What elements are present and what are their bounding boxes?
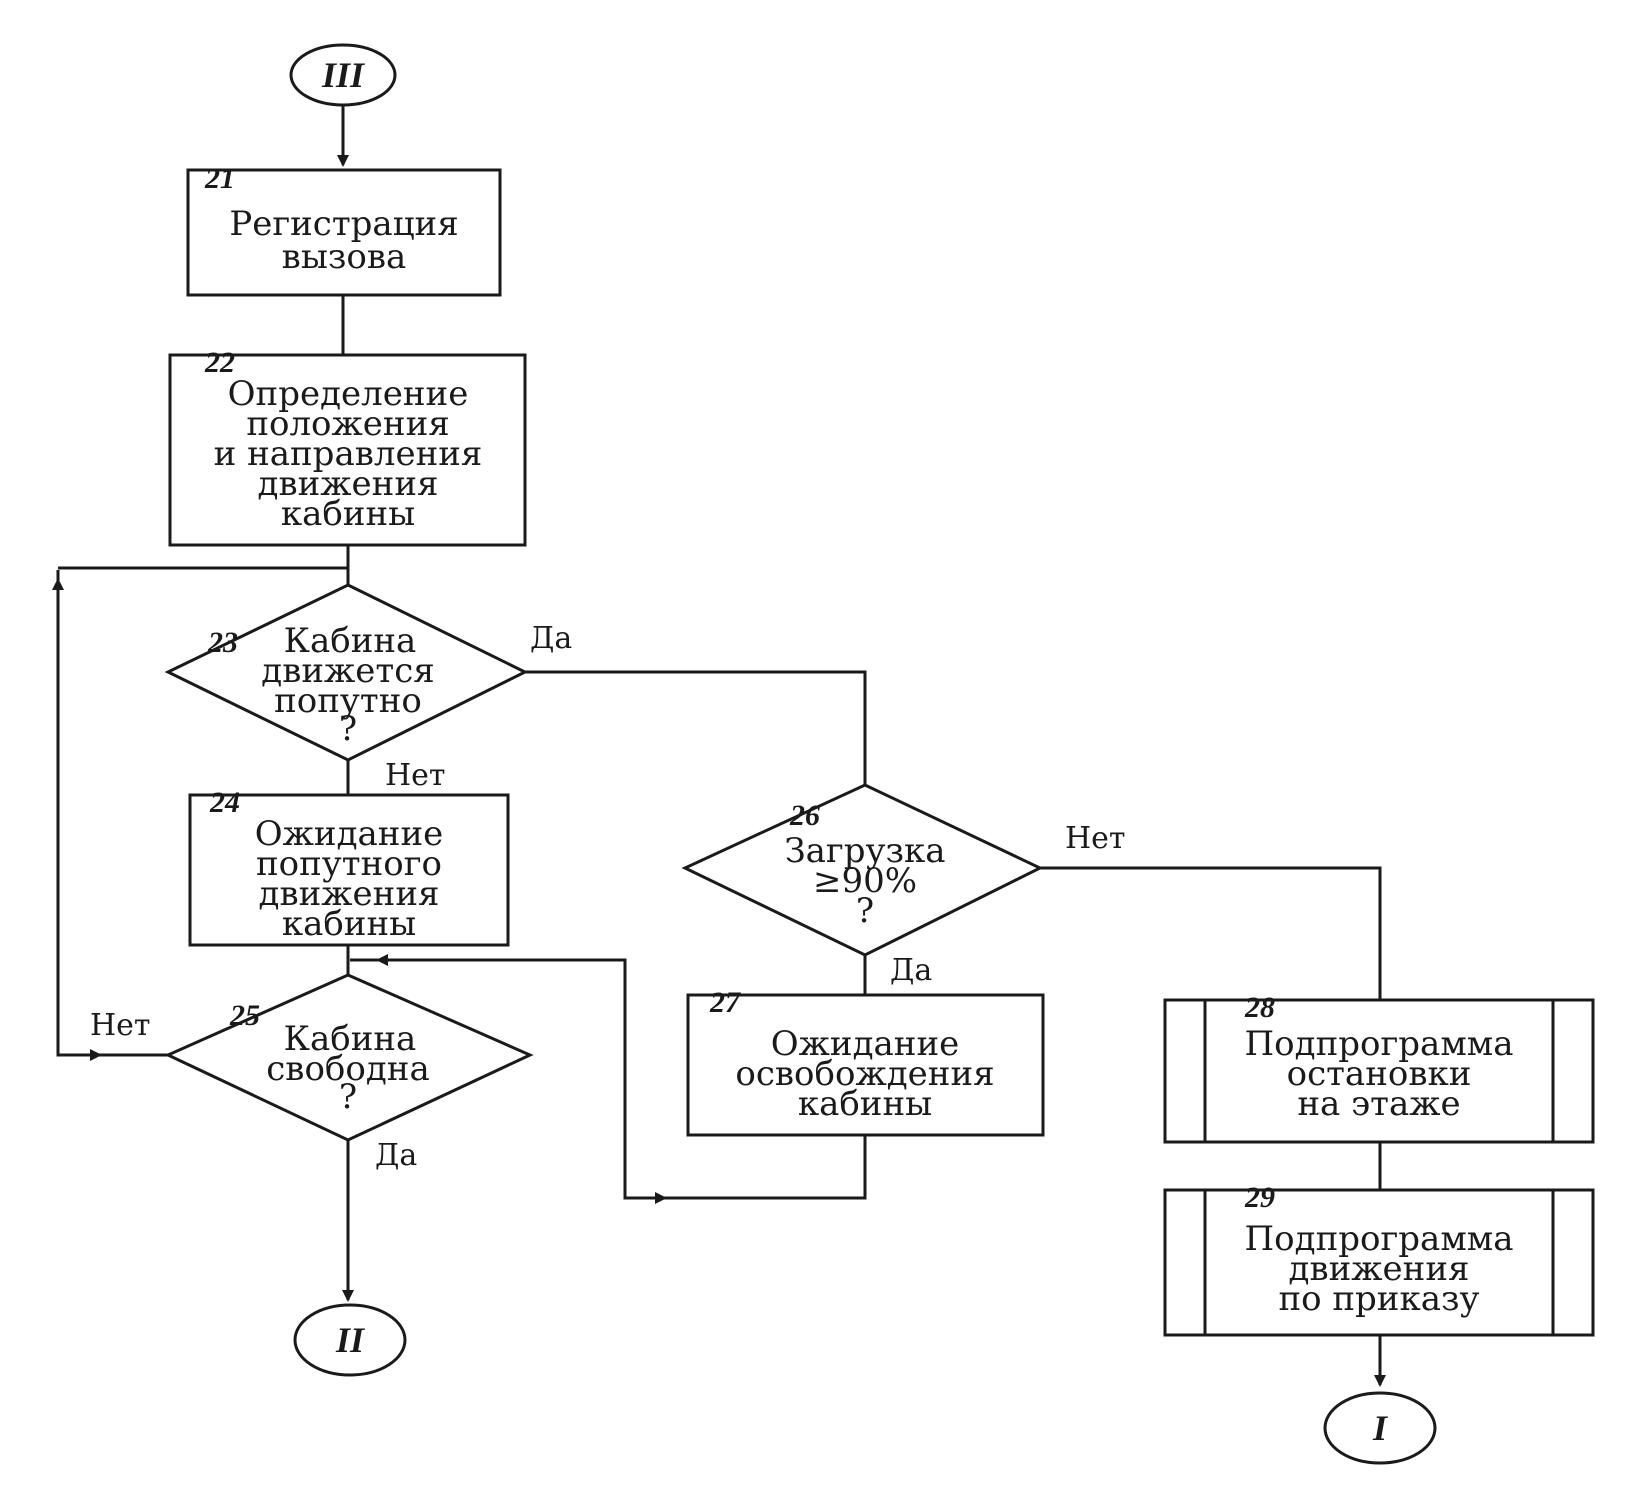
decision-26: 26 Загрузка ≥90% ? (681, 783, 1044, 957)
block-24-number: 24 (209, 786, 240, 819)
terminal-start: III (289, 43, 397, 107)
block-29-line: Подпрограмма (1245, 1219, 1514, 1259)
block-29: 29 Подпрограмма движения по приказу (1163, 1181, 1595, 1337)
block-28-line: остановки (1287, 1054, 1472, 1094)
block-22-line: положения (246, 404, 449, 444)
terminal-exit-left-label: II (335, 1320, 366, 1360)
block-29-line: движения (1289, 1249, 1470, 1289)
block-29-number: 29 (1244, 1181, 1275, 1214)
decision-23: 23 Кабина движется попутно ? (164, 583, 529, 762)
decision-26-line: ? (856, 891, 874, 931)
decision-26-number: 26 (789, 799, 820, 832)
block-29-line: по приказу (1278, 1279, 1479, 1319)
decision-23-no-label: Нет (385, 758, 446, 793)
block-22-line: и направления (214, 434, 483, 474)
block-27-number: 27 (709, 986, 741, 1019)
decision-23-line: движется (261, 651, 434, 691)
decision-25-line: Кабина (284, 1019, 417, 1059)
block-21: 21 Регистрация вызова (186, 162, 502, 297)
decision-23-yes-label: Да (530, 621, 572, 656)
decision-23-number: 23 (207, 626, 238, 659)
decision-23-line: попутно (274, 681, 422, 721)
block-28: 28 Подпрограмма остановки на этаже (1163, 991, 1595, 1144)
block-28-line: на этаже (1297, 1084, 1460, 1124)
block-27-line: освобождения (735, 1054, 994, 1094)
block-24-line: Ожидание (255, 814, 443, 854)
block-24-line: кабины (282, 904, 416, 944)
line-23-yes-to-26 (525, 670, 867, 785)
line-26-no-to-28 (1040, 866, 1382, 1000)
decision-25-no-label: Нет (90, 1008, 151, 1043)
decision-26-yes-label: Да (890, 953, 932, 988)
block-24-line: попутного (256, 844, 442, 884)
decision-25-line: ? (339, 1077, 357, 1117)
block-21-number: 21 (204, 162, 235, 195)
block-24: 24 Ожидание попутного движения кабины (188, 786, 510, 947)
decision-26-no-label: Нет (1065, 821, 1126, 856)
terminal-start-label: III (321, 55, 366, 95)
terminal-exit-right-label: I (1372, 1408, 1389, 1448)
line-27-back-to-25 (350, 958, 867, 1200)
terminal-exit-left: II (293, 1303, 407, 1377)
terminal-exit-right: I (1323, 1391, 1437, 1465)
block-27-line: кабины (798, 1084, 932, 1124)
block-22: 22 Определение положения и направления д… (168, 346, 527, 547)
line-25-no-loop (56, 570, 168, 1057)
decision-25-line: свободна (266, 1049, 429, 1089)
decision-26-line: Загрузка (784, 831, 945, 871)
block-22-line: Определение (228, 374, 469, 414)
block-22-line: движения (258, 464, 439, 504)
block-21-line: вызова (282, 237, 407, 277)
block-22-line: кабины (281, 494, 415, 534)
decision-25-yes-label: Да (375, 1138, 417, 1173)
decision-23-line: Кабина (284, 621, 417, 661)
block-27-line: Ожидание (771, 1024, 959, 1064)
block-28-number: 28 (1244, 991, 1275, 1024)
decision-23-line: ? (339, 709, 357, 749)
block-28-line: Подпрограмма (1245, 1024, 1514, 1064)
decision-25: 25 Кабина свободна ? (164, 973, 534, 1142)
block-22-number: 22 (204, 346, 235, 379)
block-21-line: Регистрация (229, 204, 458, 244)
connectors (52, 105, 1386, 1387)
decision-25-number: 25 (229, 999, 260, 1032)
block-24-line: движения (259, 874, 440, 914)
decision-26-line: ≥90% (813, 861, 917, 901)
block-27: 27 Ожидание освобождения кабины (686, 986, 1045, 1137)
